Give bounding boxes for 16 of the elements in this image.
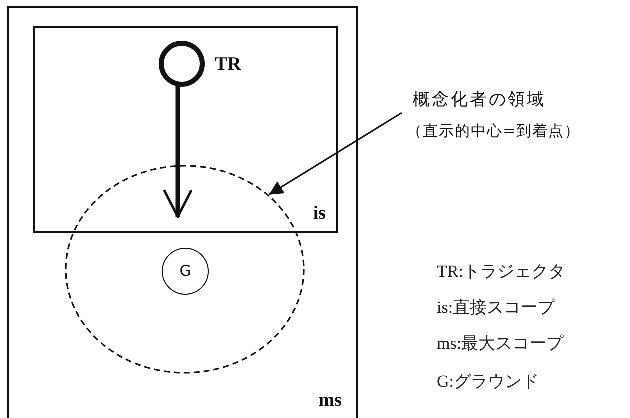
legend-entry: ms:最大スコープ bbox=[437, 334, 564, 354]
legend-entry: G:グラウンド bbox=[437, 372, 539, 392]
dashed-ellipse bbox=[65, 165, 305, 374]
circle-letter: G bbox=[180, 264, 192, 279]
scope-label: is bbox=[313, 204, 326, 223]
legend-entry: is:直接スコープ bbox=[437, 298, 556, 318]
ground-circle bbox=[162, 248, 209, 295]
callout-title: 概念化者の領域 bbox=[412, 90, 546, 110]
circle-label: TR bbox=[215, 55, 242, 74]
scope-label: ms bbox=[318, 391, 342, 410]
trajector-circle bbox=[159, 41, 205, 87]
scope-frame bbox=[7, 6, 358, 418]
scope-frame bbox=[33, 26, 338, 233]
callout-subtitle: （直示的中心=到着点） bbox=[406, 122, 581, 140]
leader-arrow bbox=[268, 112, 402, 196]
legend-entry: TR:トラジェクタ bbox=[437, 262, 566, 282]
